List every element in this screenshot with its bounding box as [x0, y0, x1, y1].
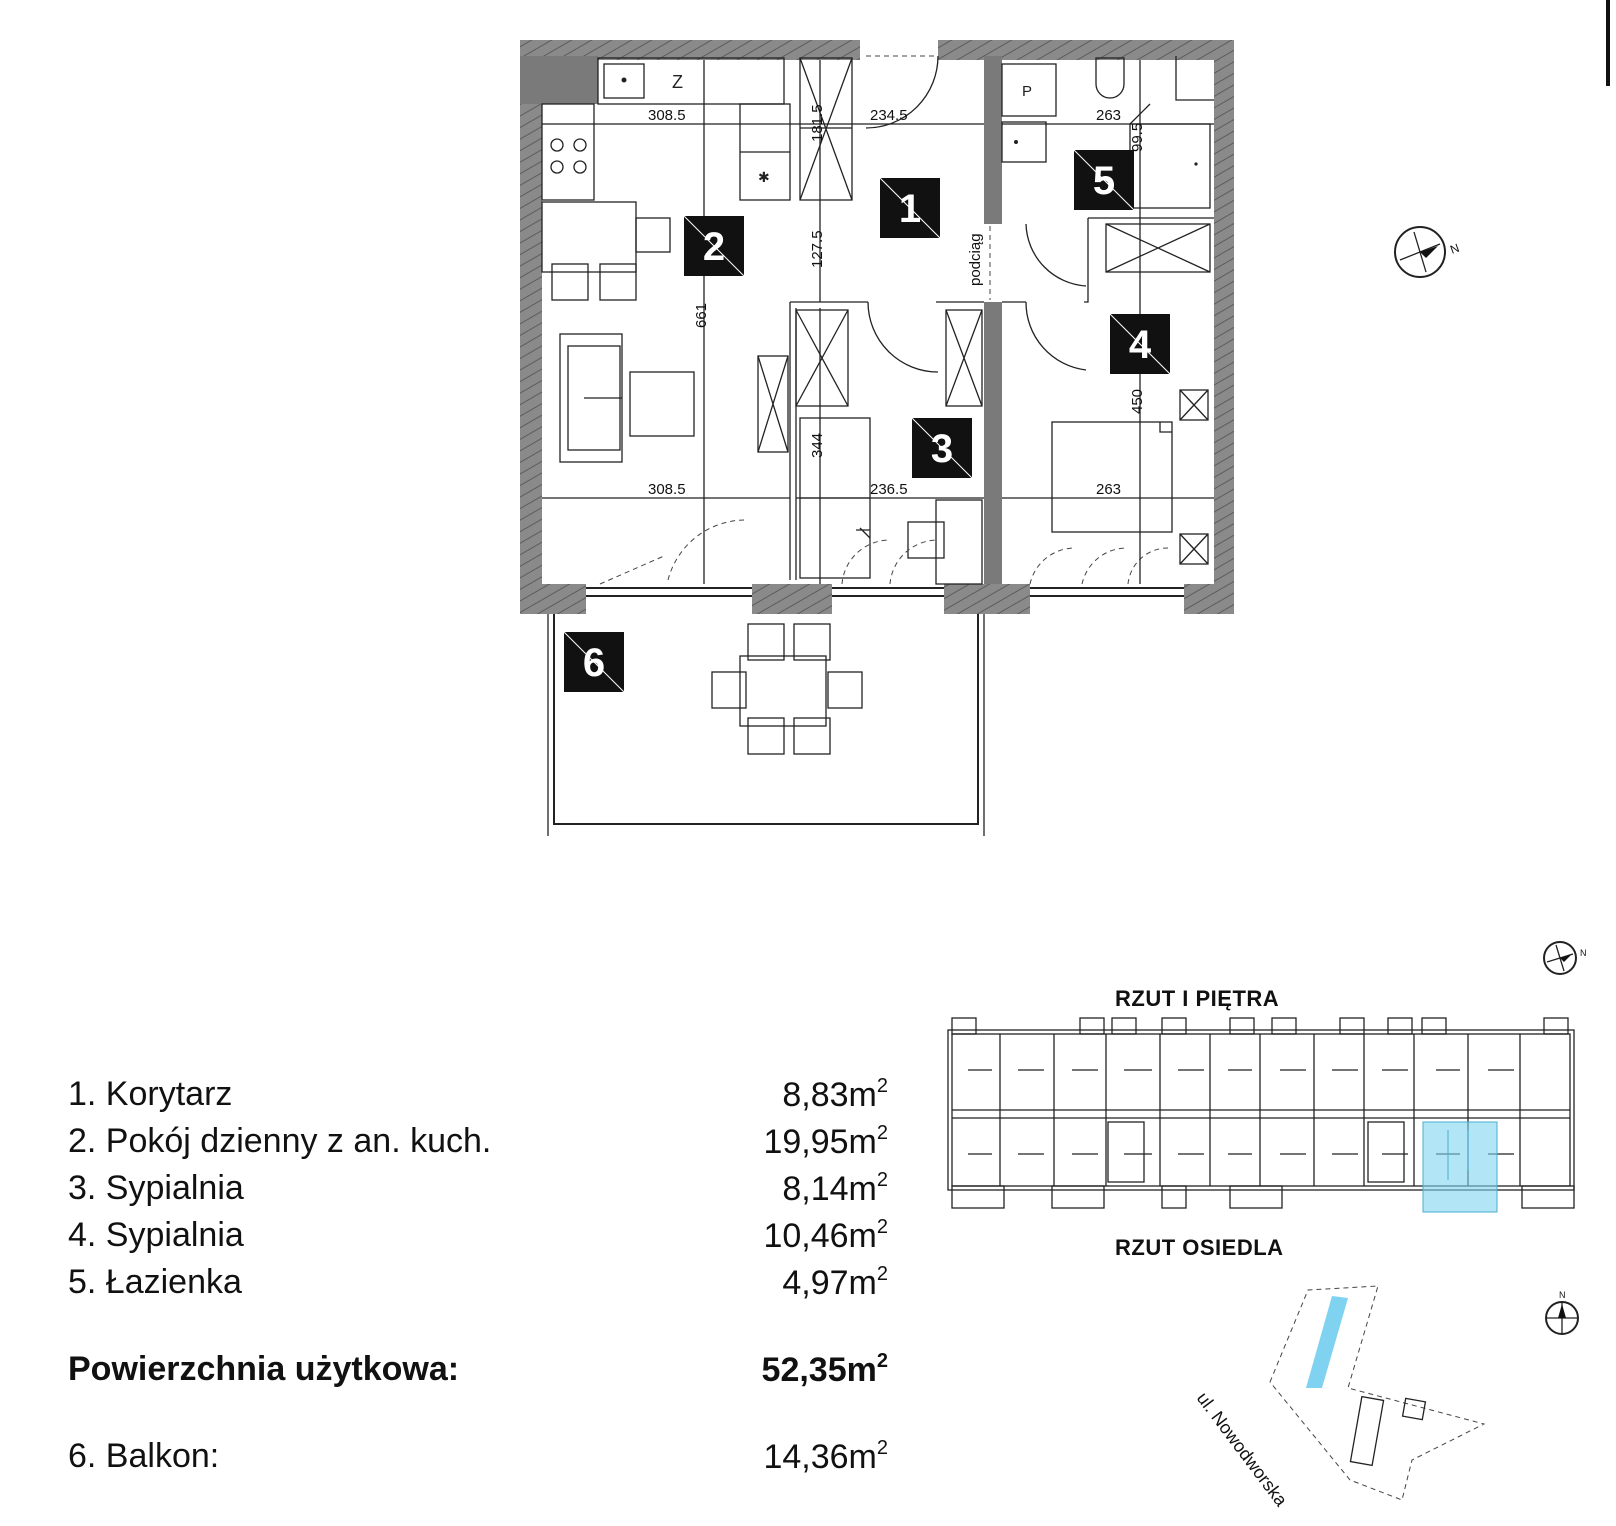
- room-name: 1. Korytarz: [68, 1075, 233, 1113]
- legend-row: 1. Korytarz 8,83m2: [68, 1075, 888, 1122]
- room-area: 19,95m2: [763, 1122, 888, 1161]
- svg-text:N: N: [1448, 241, 1461, 257]
- room-area: 10,46m2: [763, 1216, 888, 1255]
- dim-hall-v2: 127.5: [809, 230, 826, 268]
- balcony: [547, 614, 985, 836]
- doors: [586, 55, 1184, 597]
- site-plan: ul. Nowodworska: [1193, 1285, 1486, 1511]
- legend-row: 5. Łazienka 4,97m2: [68, 1263, 888, 1310]
- dimension-labels: 308.5 234.5 263 308.5 236.5 263 181.5 12…: [648, 104, 1146, 498]
- svg-text:✱: ✱: [758, 169, 770, 185]
- total-area-label: Powierzchnia użytkowa:: [68, 1350, 460, 1388]
- legend-row: 2. Pokój dzienny z an. kuch. 19,95m2: [68, 1122, 888, 1169]
- room-badge-4: 4: [1109, 313, 1171, 375]
- dim-bed4-width: 263: [1096, 481, 1121, 498]
- furniture: Z ✱: [541, 57, 1211, 585]
- dim-bath-top: 263: [1096, 107, 1121, 124]
- svg-text:N: N: [1559, 1290, 1566, 1300]
- fridge-label: Z: [672, 72, 683, 92]
- dim-bath-v: 99.5: [1129, 123, 1146, 152]
- dim-hall-v1: 181.5: [809, 104, 826, 142]
- ceiling-pull-label: podciąg: [967, 233, 984, 286]
- room-area: 4,97m2: [782, 1263, 888, 1302]
- total-area-row: Powierzchnia użytkowa: 52,35m2: [68, 1350, 888, 1397]
- svg-text:5: 5: [1093, 159, 1115, 203]
- room-badge-3: 3: [911, 417, 973, 479]
- dim-bed3-height: 344: [809, 433, 826, 458]
- dim-living-height: 661: [693, 303, 710, 328]
- site-plan-title: RZUT OSIEDLA: [1115, 1235, 1284, 1260]
- dimension-lines: [542, 60, 1214, 584]
- compass-site-icon: N: [1545, 1290, 1579, 1335]
- edge-mark: [1606, 0, 1610, 86]
- building-floor-plan: [947, 1017, 1575, 1213]
- legend-row: 3. Sypialnia 8,14m2: [68, 1169, 888, 1216]
- room-name: 5. Łazienka: [68, 1263, 242, 1301]
- dim-bed4-height: 450: [1129, 389, 1146, 414]
- room-name: 4. Sypialnia: [68, 1216, 244, 1254]
- floor-plan-title: RZUT I PIĘTRA: [1115, 986, 1280, 1011]
- room-name: 3. Sypialnia: [68, 1169, 244, 1207]
- dim-hall-top: 234.5: [870, 107, 908, 124]
- washer-label: P: [1022, 83, 1032, 100]
- dim-bed3-width: 236.5: [870, 481, 908, 498]
- dim-living-bottom: 308.5: [648, 481, 686, 498]
- room-badges: 1 2 3 4 5 6: [563, 149, 1171, 693]
- compass-icon: N: [1394, 226, 1461, 278]
- svg-text:6: 6: [583, 641, 605, 685]
- svg-text:N: N: [1580, 948, 1587, 958]
- room-badge-5: 5: [1073, 149, 1135, 211]
- dim-kitchen-top: 308.5: [648, 107, 686, 124]
- balcony-label: 6. Balkon:: [68, 1437, 220, 1475]
- street-label: ul. Nowodworska: [1193, 1388, 1292, 1510]
- svg-text:3: 3: [931, 427, 953, 471]
- room-badge-1: 1: [879, 177, 941, 239]
- svg-text:2: 2: [703, 225, 725, 269]
- highlighted-apartment: [1422, 1121, 1498, 1213]
- total-area-value: 52,35m2: [761, 1350, 888, 1389]
- compass-small-icon: N: [1543, 941, 1587, 975]
- room-badge-2: 2: [683, 215, 745, 277]
- balcony-area-row: 6. Balkon: 14,36m2: [68, 1437, 888, 1484]
- svg-text:4: 4: [1129, 323, 1152, 367]
- room-area: 8,83m2: [782, 1075, 888, 1114]
- balcony-area-value: 14,36m2: [763, 1437, 888, 1476]
- room-area: 8,14m2: [782, 1169, 888, 1208]
- area-legend: 1. Korytarz 8,83m2 2. Pokój dzienny z an…: [68, 1075, 888, 1484]
- legend-row: 4. Sypialnia 10,46m2: [68, 1216, 888, 1263]
- svg-text:1: 1: [899, 187, 921, 231]
- room-badge-6: 6: [563, 631, 625, 693]
- walls: [520, 40, 1234, 614]
- room-name: 2. Pokój dzienny z an. kuch.: [68, 1122, 492, 1160]
